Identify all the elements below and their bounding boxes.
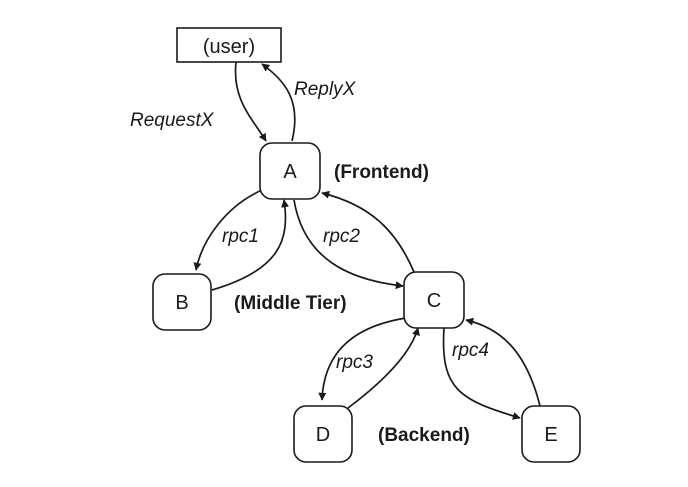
edge-rpc1-b-to-a — [211, 199, 290, 291]
node-c-label: C — [427, 290, 441, 312]
node-user-label: (user) — [203, 36, 255, 58]
node-d-label: D — [316, 424, 330, 446]
tier-label-middle: (Middle Tier) — [234, 293, 347, 314]
node-e-label: E — [544, 424, 557, 446]
edge-label-rpc2: rpc2 — [323, 226, 360, 247]
edges — [193, 61, 541, 420]
node-b-label: B — [175, 292, 188, 314]
edge-rpc4-c-to-e — [442, 327, 521, 420]
edge-rpc3-d-to-c — [347, 327, 420, 409]
node-user: (user) — [176, 27, 282, 63]
edge-request-user-to-a — [234, 61, 267, 142]
node-d: D — [293, 405, 353, 463]
tier-label-frontend: (Frontend) — [334, 162, 429, 183]
edge-rpc1-a-to-b — [193, 189, 263, 271]
tier-label-backend: (Backend) — [378, 425, 470, 446]
node-b: B — [152, 273, 212, 331]
edge-label-request: RequestX — [130, 110, 215, 131]
edge-rpc4-e-to-c — [465, 317, 541, 407]
edge-label-rpc4: rpc4 — [452, 340, 489, 361]
node-a-label: A — [283, 161, 297, 183]
node-e: E — [521, 405, 581, 463]
tier-labels: (Frontend) (Middle Tier) (Backend) — [234, 162, 470, 446]
edge-label-reply: ReplyX — [294, 79, 357, 100]
edge-label-rpc1: rpc1 — [222, 226, 259, 247]
edge-rpc3-c-to-d — [318, 317, 407, 401]
edge-label-rpc3: rpc3 — [336, 352, 373, 373]
node-c: C — [403, 271, 465, 329]
edge-labels: RequestX ReplyX rpc1 rpc2 rpc3 rpc4 — [130, 79, 489, 373]
edge-reply-a-to-user — [261, 63, 296, 142]
node-a: A — [259, 142, 321, 200]
edge-rpc2-a-to-c — [293, 199, 404, 290]
edge-rpc2-c-to-a — [321, 190, 415, 273]
